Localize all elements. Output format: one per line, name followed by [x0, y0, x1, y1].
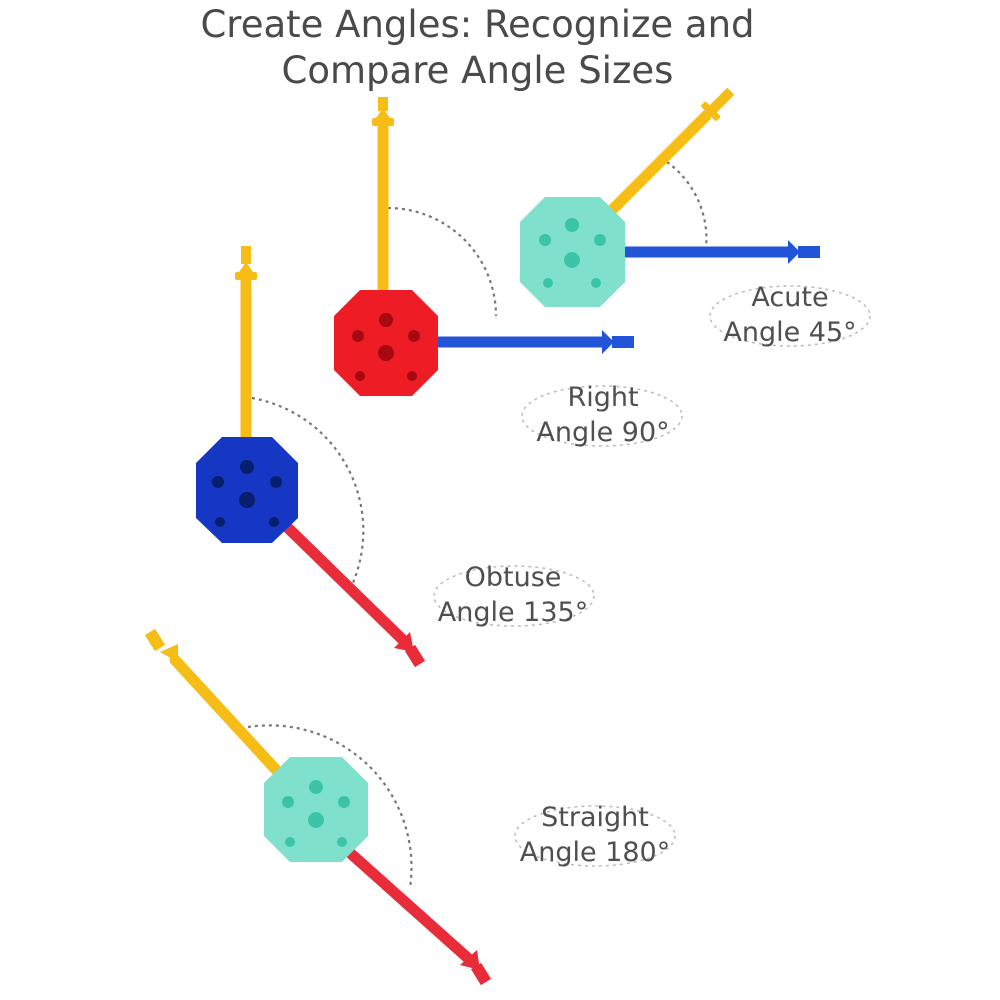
straight-connector-ball	[264, 757, 368, 862]
straight-yellow-stick	[144, 628, 296, 791]
right-angle-arc	[387, 206, 498, 317]
obtuse-angle-model	[196, 246, 426, 668]
straight-label-outline	[514, 805, 676, 867]
obtuse-red-stick	[279, 519, 426, 668]
obtuse-angle-arc	[251, 396, 365, 586]
right-angle-model	[334, 97, 634, 396]
obtuse-label-outline	[433, 565, 595, 627]
obtuse-connector-ball	[196, 437, 298, 543]
right-angle-name: Right	[567, 382, 639, 413]
acute-angle-label: Acute Angle 45°	[705, 280, 875, 350]
right-yellow-stick	[372, 97, 394, 301]
acute-blue-stick	[609, 240, 820, 264]
acute-angle-arc	[666, 161, 708, 249]
title-line-1: Create Angles: Recognize and	[200, 3, 755, 46]
straight-angle-label: Straight Angle 180°	[510, 800, 680, 870]
obtuse-angle-name: Obtuse	[464, 562, 562, 593]
acute-angle-measure: Angle 45°	[723, 317, 857, 348]
acute-label-outline	[709, 285, 871, 347]
straight-angle-measure: Angle 180°	[519, 837, 671, 868]
right-blue-stick	[424, 330, 634, 354]
straight-angle-arc	[247, 724, 413, 889]
acute-connector-ball	[520, 197, 625, 307]
right-angle-measure: Angle 90°	[536, 417, 670, 448]
obtuse-angle-measure: Angle 135°	[437, 597, 589, 628]
obtuse-angle-label: Obtuse Angle 135°	[428, 560, 598, 630]
right-angle-label: Right Angle 90°	[518, 380, 688, 450]
obtuse-yellow-stick	[235, 246, 257, 451]
title-line-2: Compare Angle Sizes	[281, 49, 674, 92]
straight-angle-name: Straight	[541, 802, 649, 833]
right-label-outline	[521, 385, 683, 447]
straight-angle-model	[144, 628, 492, 986]
page-title: Create Angles: Recognize and Compare Ang…	[0, 2, 955, 94]
acute-angle-name: Acute	[751, 282, 829, 313]
acute-angle-model	[520, 87, 820, 307]
right-connector-ball	[334, 290, 438, 396]
straight-red-stick	[324, 829, 492, 986]
acute-yellow-stick	[594, 87, 735, 228]
